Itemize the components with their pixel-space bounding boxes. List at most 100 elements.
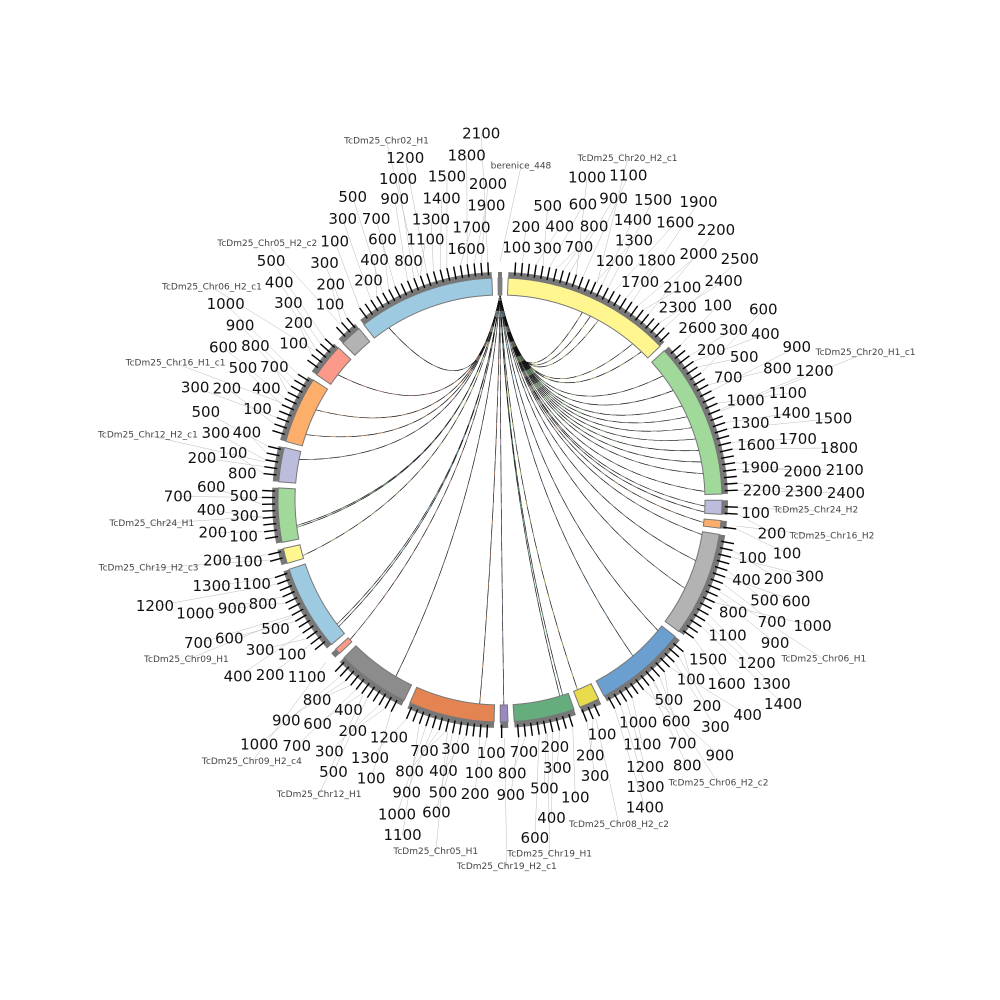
ideogram-axis-band [407,702,495,728]
label-leader-line [435,732,448,853]
tick-label: 400 [265,273,294,291]
ideogram-tcdm25-chr24-h2[interactable] [704,499,738,515]
ideogram-tcdm25-chr05-h2-c2[interactable] [335,317,371,356]
ideogram-tcdm25-chr08-h2-c2[interactable] [573,682,602,722]
tick-mark [720,455,735,459]
link-tcdm25-chr16-h2 [499,294,704,523]
tick-mark [276,416,290,423]
ideogram-tcdm25-chr24-h1[interactable] [262,487,300,544]
tick-mark [581,709,588,722]
ideogram-tcdm25-chr12-h1[interactable] [334,645,413,712]
tick-mark [361,682,370,695]
ideogram-tcdm25-chr06-h2-c2[interactable] [595,625,684,709]
tick-mark [635,679,645,691]
tick-mark [324,338,335,349]
tick-mark [266,452,280,457]
tick-mark [350,674,360,686]
tick-label: 1300 [412,210,450,228]
ideogram-tcdm25-chr20-h1-c1[interactable] [651,344,738,495]
link-color-overlay [499,294,563,696]
tick-label: 1800 [638,252,676,270]
tick-mark [426,273,432,287]
tick-mark [291,608,304,616]
tick-label: 2000 [784,462,822,480]
segment-name-label: TcDm25_Chr09_H2_c4 [201,757,302,767]
segment-name-label: TcDm25_Chr24_H2 [772,505,858,515]
link-tcdm25-chr06-h1 [499,294,696,561]
label-leader-line [402,723,420,836]
tick-mark [364,303,374,315]
tick-label: 100 [677,670,706,688]
tick-mark [452,266,457,280]
tick-label: 1100 [709,627,747,645]
tick-mark [696,607,709,616]
label-leader-line [424,731,446,752]
tick-label: 500 [261,620,290,638]
tick-mark [549,719,554,733]
tick-mark [370,299,379,312]
ideogram-tcdm25-chr06-h1[interactable] [664,531,735,639]
label-leader-line [504,737,508,867]
tick-mark [721,540,735,545]
label-leader-line [375,219,396,287]
ideogram-tcdm25-chr20-h2-c1[interactable] [506,262,670,359]
tick-label: 1000 [207,295,245,313]
link-tcdm25-chr19-h1 [499,294,561,697]
tick-label: 300 [795,568,824,586]
tick-label: 700 [282,737,311,755]
label-leader-line [352,196,383,293]
tick-label: 400 [429,762,458,780]
label-leader-line [572,726,576,798]
tick-label: 200 [576,747,605,765]
label-leader-line [232,452,264,474]
tick-label: 1900 [467,196,505,214]
tick-mark [384,696,392,709]
tick-mark [719,546,733,552]
label-leader-line [722,583,773,623]
tick-label: 300 [181,378,210,396]
label-leader-line [730,556,810,577]
tick-label: 200 [316,276,345,294]
tick-mark [344,670,355,682]
ideogram-tcdm25-chr12-h2-c1[interactable] [263,445,302,484]
tick-mark [678,355,690,365]
ideogram-tcdm25-chr09-h2-c4[interactable] [331,637,353,658]
ideogram-tcdm25-chr19-h1[interactable] [512,692,576,738]
ideogram-tcdm25-chr19-h2-c3[interactable] [268,544,305,566]
label-leader-line [534,734,540,839]
tick-label: 1700 [452,218,490,236]
ideogram-tcdm25-chr05-h1[interactable] [405,686,496,738]
label-leader-line [708,614,757,664]
label-leader-line [620,705,646,788]
ideogram-tcdm25-chr19-h2-c1[interactable] [499,704,509,738]
ideogram-tcdm25-chr09-h1[interactable] [274,563,346,651]
tick-label: 800 [673,757,702,775]
tick-label: 1600 [708,675,746,693]
ideogram-tcdm25-chr06-h2-c1[interactable] [307,338,352,386]
tick-label: 1800 [820,439,858,457]
tick-label: 1000 [794,617,832,635]
tick-label: 100 [465,764,494,782]
tick-mark [583,279,590,292]
tick-mark [413,277,420,291]
ideogram-berenice-448[interactable] [497,272,503,296]
tick-mark [587,706,594,720]
ideogram-tcdm25-chr16-h1-c1[interactable] [272,373,329,447]
label-leader-line [154,583,278,607]
tick-mark [714,565,728,572]
ideogram-tcdm25-chr02-h1[interactable] [358,262,494,339]
tick-label: 700 [410,742,439,760]
label-leader-line [693,638,727,685]
ideogram-axis-band [283,569,332,649]
tick-label: 500 [429,783,458,801]
ideogram-tcdm25-chr16-h2[interactable] [702,518,737,530]
label-leader-line [737,483,804,492]
tick-mark [595,284,603,297]
tick-label: 300 [701,718,730,736]
label-leader-line [725,576,797,602]
ideogram-band [702,518,722,529]
tick-mark [451,720,456,734]
label-leader-line [626,701,646,768]
tick-mark [479,724,482,738]
tick-mark [607,696,616,709]
